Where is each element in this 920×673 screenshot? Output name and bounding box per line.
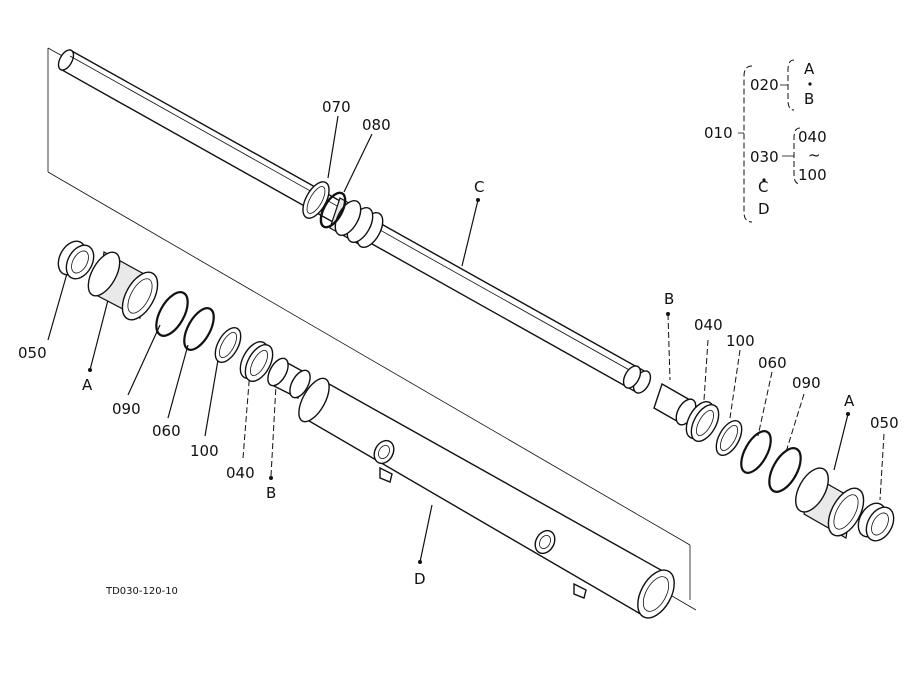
label-B-right: B — [664, 290, 674, 308]
piston — [329, 197, 384, 249]
label-A-left: A — [82, 376, 93, 394]
label-060-right: 060 — [758, 354, 787, 372]
label-040-left: 040 — [226, 464, 255, 482]
part-090-left — [155, 291, 189, 337]
label-080: 080 — [362, 116, 391, 134]
part-labels: 070 080 C B 040 100 060 090 A 050 050 A … — [18, 98, 899, 588]
part-100-left — [214, 326, 242, 364]
part-060-right — [740, 430, 772, 474]
label-090-right: 090 — [792, 374, 821, 392]
part-060-left — [183, 307, 215, 351]
part-040-left — [239, 341, 274, 382]
legend-030: 030 — [750, 148, 779, 166]
legend-A: A — [804, 60, 815, 78]
label-D: D — [414, 570, 426, 588]
label-A-right: A — [844, 392, 855, 410]
legend-100: 100 — [798, 166, 827, 184]
assembly-legend: 010 020 030 A B C D 040 ~ 100 — [704, 59, 827, 223]
label-070: 070 — [322, 98, 351, 116]
legend-C: C — [758, 178, 768, 196]
part-A-left-gland — [87, 251, 159, 321]
part-100-right — [715, 419, 743, 457]
label-100-right: 100 — [726, 332, 755, 350]
legend-040: 040 — [798, 128, 827, 146]
part-B-left-bushing — [267, 357, 311, 400]
part-050-left — [57, 240, 95, 280]
legend-tilde: ~ — [808, 146, 821, 164]
part-090-right — [768, 447, 802, 493]
label-C: C — [474, 178, 484, 196]
label-100-left: 100 — [190, 442, 219, 460]
label-040-right: 040 — [694, 316, 723, 334]
leaders — [47, 115, 885, 564]
legend-B: B — [804, 90, 814, 108]
label-060-left: 060 — [152, 422, 181, 440]
part-040-right — [685, 401, 720, 442]
cylinder-tube — [298, 377, 675, 619]
part-A-right-gland — [795, 467, 865, 539]
label-B-left: B — [266, 484, 276, 502]
frame-lines — [47, 47, 697, 611]
legend-020: 020 — [750, 76, 779, 94]
diagram-id: TD030-120-10 — [105, 586, 178, 597]
ring-080 — [319, 191, 347, 229]
label-050-right: 050 — [870, 414, 899, 432]
label-090-left: 090 — [112, 400, 141, 418]
part-050-right — [857, 502, 895, 542]
legend-010: 010 — [704, 124, 733, 142]
label-050-left: 050 — [18, 344, 47, 362]
legend-D: D — [758, 200, 770, 218]
